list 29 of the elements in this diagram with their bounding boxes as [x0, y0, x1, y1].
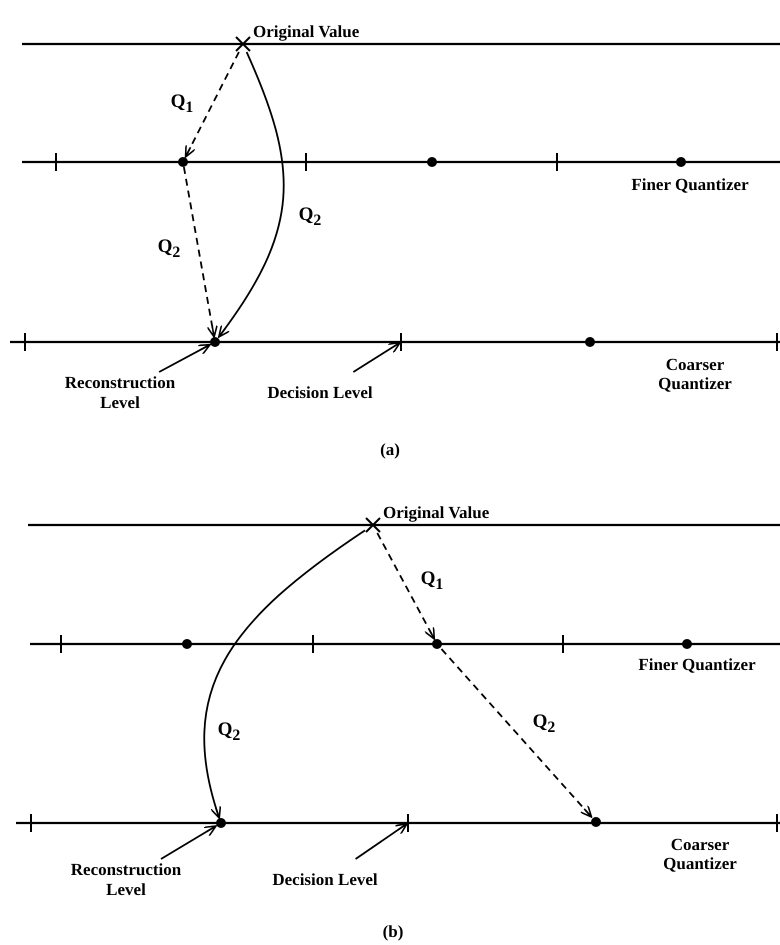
axis-label: (b)	[382, 922, 404, 941]
reconstruction-point	[432, 639, 442, 649]
axis-label: Coarser Quantizer	[657, 355, 733, 393]
reconstruction-point	[210, 337, 220, 347]
leader-arrow	[355, 822, 408, 860]
callout-text: Decision Level	[250, 870, 400, 890]
value-label: Original Value	[253, 22, 360, 42]
decision-tick	[400, 333, 402, 351]
callout-text: Reconstruction Level	[51, 860, 201, 900]
callout-text: Reconstruction Level	[45, 373, 195, 413]
callout-text: Decision Level	[245, 383, 395, 403]
reconstruction-point	[216, 818, 226, 828]
quantization-arrow	[440, 648, 592, 818]
decision-tick	[407, 814, 409, 832]
quantization-arrow	[184, 52, 240, 158]
leader-arrow	[352, 342, 401, 373]
axis-label: (a)	[380, 440, 400, 459]
value-label: Original Value	[383, 503, 490, 523]
axis-label: Finer Quantizer	[638, 655, 756, 674]
quantization-arrow	[218, 52, 284, 338]
reconstruction-point	[591, 817, 601, 827]
quantization-arrow	[376, 532, 436, 640]
quantization-arrow	[204, 530, 366, 819]
reconstruction-point	[178, 157, 188, 167]
axis-label: Coarser Quantizer	[662, 835, 738, 873]
leader-arrow	[158, 344, 211, 373]
quantization-arrow	[183, 166, 218, 338]
axis-label: Finer Quantizer	[631, 175, 749, 194]
leader-arrow	[160, 825, 217, 860]
